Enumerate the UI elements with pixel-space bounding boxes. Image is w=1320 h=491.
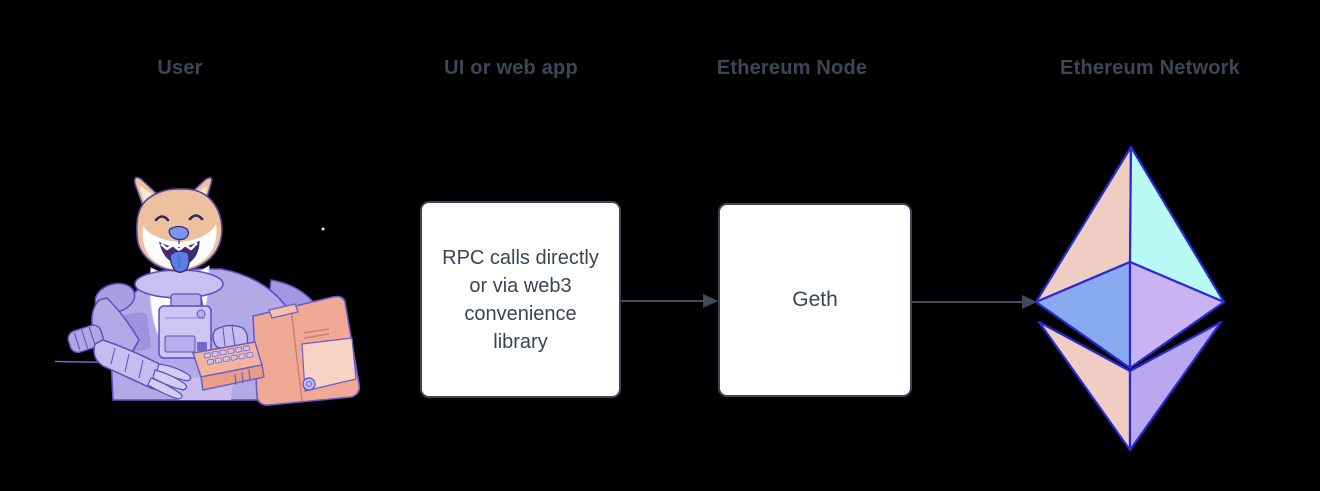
column-label-ethereum-node: Ethereum Node bbox=[716, 57, 868, 79]
column-label-user: User bbox=[157, 57, 203, 79]
rpc-box-line: library bbox=[493, 330, 548, 353]
doge-nose bbox=[168, 225, 190, 241]
doge-head bbox=[133, 176, 223, 273]
geth-label: Geth bbox=[792, 288, 838, 311]
rpc-box-line: or via web3 bbox=[469, 274, 572, 297]
doge-astronaut-at-computer-illustration bbox=[55, 176, 361, 406]
column-label-ui-web-app: UI or web app bbox=[444, 57, 578, 79]
eth-face-mid-right bbox=[1128, 260, 1226, 370]
arrowhead-icon bbox=[703, 294, 718, 308]
keyboard bbox=[192, 341, 265, 391]
arrow-webapp-to-node bbox=[621, 294, 718, 308]
rpc-box-line: RPC calls directly bbox=[442, 246, 599, 269]
ethereum-logo bbox=[1034, 145, 1226, 452]
eth-face-bottom-right bbox=[1128, 320, 1223, 452]
arrow-node-to-network bbox=[912, 295, 1037, 309]
closed-eye-right bbox=[188, 214, 204, 221]
ethereum-node-box: Geth bbox=[718, 203, 912, 397]
rpc-box-line: convenience bbox=[464, 302, 577, 325]
arrow-shaft bbox=[621, 299, 707, 303]
retro-computer bbox=[252, 295, 361, 406]
arrow-shaft bbox=[912, 300, 1026, 304]
blue-tongue bbox=[169, 250, 190, 273]
arrowhead-icon bbox=[1022, 295, 1037, 309]
column-label-ethereum-network: Ethereum Network bbox=[1060, 57, 1240, 79]
closed-eye-left bbox=[154, 215, 170, 222]
ui-web-app-box: RPC calls directly or via web3 convenien… bbox=[420, 201, 621, 398]
robotic-arm bbox=[67, 282, 192, 400]
